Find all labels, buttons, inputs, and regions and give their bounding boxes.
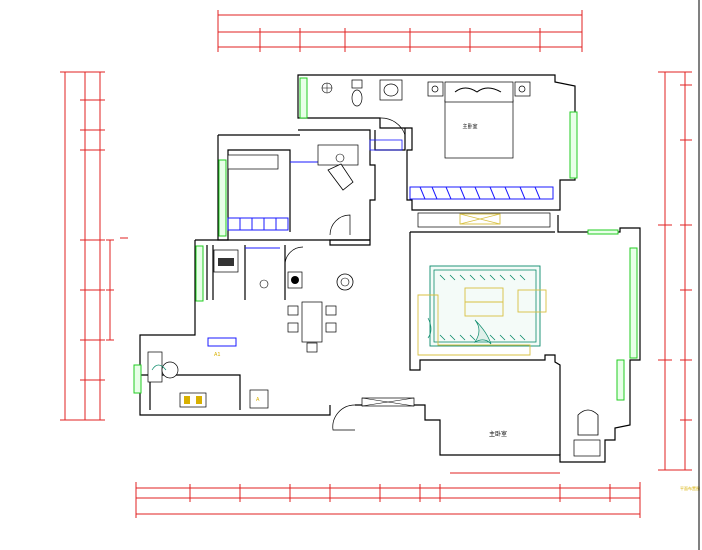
right-dimensions (658, 71, 692, 471)
svg-text:A: A (256, 397, 260, 403)
room-label-living: 主卧室 (489, 430, 507, 438)
cabinets (207, 139, 554, 347)
bottom-dimensions (135, 472, 641, 518)
sofa-icon (417, 287, 547, 356)
drawing-stamp: 平面布置图 (680, 485, 700, 491)
armchair-icon (573, 409, 601, 457)
yellow-note: A1 (214, 352, 221, 358)
lounge-chair-icon: A (147, 351, 269, 409)
bed-icon (427, 81, 531, 159)
desk-chair-icon (317, 144, 359, 191)
single-bed (227, 154, 279, 170)
dining-table-icon (287, 301, 337, 353)
tv-cabinet (417, 212, 551, 228)
kitchen-appliance (213, 249, 354, 291)
shoe-cabinet (361, 397, 415, 407)
door-icon (284, 117, 406, 431)
toilet-icon (351, 79, 363, 107)
plant-icon (321, 82, 333, 94)
washbasin-icon (379, 79, 403, 101)
windows (133, 77, 638, 401)
left-dimensions (60, 71, 128, 421)
top-dimensions (217, 10, 583, 52)
room-label-master-bedroom: 主卧室 (462, 123, 477, 130)
